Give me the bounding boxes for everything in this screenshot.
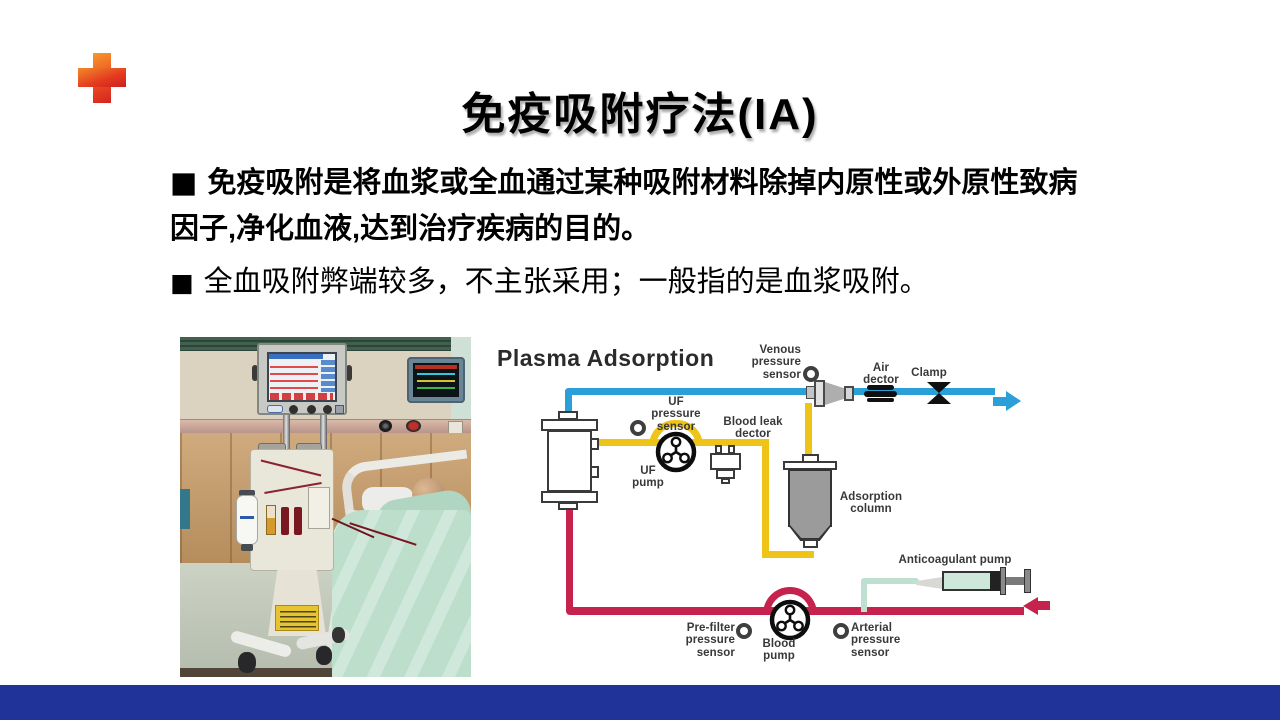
filter-cap xyxy=(241,544,253,551)
wall-patient-monitor xyxy=(407,357,465,403)
syringe-icon xyxy=(990,571,1000,591)
syringe-icon xyxy=(1006,577,1024,585)
side-module xyxy=(308,487,330,529)
blood-chamber xyxy=(281,507,289,535)
clamp-icon xyxy=(927,382,951,393)
bullet-1: ■免疫吸附是将血浆或全血通过某种吸附材料除掉内原性或外原性致病因子,净化血液,达… xyxy=(170,160,1090,253)
bullet-2-text: 全血吸附弊端较多，不主张采用；一般指的是血浆吸附。 xyxy=(203,266,929,298)
separator-port xyxy=(590,438,599,450)
cross-horizontal-bar xyxy=(78,68,126,87)
caster-wheel xyxy=(332,627,345,643)
syringe-icon xyxy=(1024,569,1031,593)
venous-line xyxy=(565,388,995,395)
slide-title: 免疫吸附疗法(IA) xyxy=(461,90,819,139)
blood-line-arc xyxy=(763,587,817,615)
flow-arrow-to-patient xyxy=(1006,391,1021,411)
air-detector-icon xyxy=(864,391,897,397)
air-detector-icon xyxy=(867,398,894,402)
uf-pump-label: UF pump xyxy=(632,465,664,490)
plasma-line xyxy=(762,551,814,558)
plasma-filter xyxy=(236,495,258,545)
green-blanket xyxy=(332,510,471,677)
clamp-icon xyxy=(927,393,951,404)
air-detector-icon xyxy=(867,385,894,390)
plasma-line-arc xyxy=(649,420,703,446)
separator-port xyxy=(590,466,599,478)
plasma-line xyxy=(805,403,812,457)
gas-outlet-icon xyxy=(379,420,392,432)
pre-filter-pressure-sensor-icon xyxy=(736,623,752,639)
amber-chamber xyxy=(266,505,276,535)
syringe-icon xyxy=(916,577,942,589)
monitor-side-knob xyxy=(346,365,352,381)
plasma-separator-icon xyxy=(558,502,578,510)
venous-chamber-icon xyxy=(814,380,825,407)
adsorption-column-icon xyxy=(788,469,832,527)
monitor-side-knob xyxy=(252,365,258,381)
adsorption-column-label: Adsorption column xyxy=(839,491,903,516)
adsorption-column-icon xyxy=(790,525,830,538)
blood-leak-detector-icon xyxy=(710,453,741,470)
red-outlet-icon xyxy=(406,420,421,432)
bullet-2-marker: ■ xyxy=(170,268,194,297)
bullet-1-text: 免疫吸附是将血浆或全血通过某种吸附材料除掉内原性或外原性致病因子,净化血液,达到… xyxy=(170,167,1078,245)
venous-chamber-icon xyxy=(844,386,854,401)
arterial-pressure-sensor-icon xyxy=(833,623,849,639)
hospital-photo xyxy=(180,337,471,677)
anticoagulant-pump-label: Anticoagulant pump xyxy=(898,554,1012,566)
blood-leak-detector-icon xyxy=(721,478,730,484)
blood-line xyxy=(566,505,573,612)
blood-chamber xyxy=(294,507,302,535)
caster-wheel xyxy=(238,652,256,673)
filter-cap xyxy=(239,490,255,496)
diagram-title: Plasma Adsorption xyxy=(497,345,715,371)
uf-pressure-sensor-icon xyxy=(630,420,646,436)
machine-monitor xyxy=(257,343,347,415)
plasma-adsorption-diagram: Plasma Adsorption xyxy=(487,335,1087,680)
pre-filter-pressure-sensor-label: Pre-filter pressure sensor xyxy=(685,622,735,659)
bullet-2: ■ 全血吸附弊端较多，不主张采用；一般指的是血浆吸附。 xyxy=(170,258,1170,300)
plasma-separator-icon xyxy=(547,430,592,492)
clamp-label: Clamp xyxy=(911,367,947,379)
uf-pressure-sensor-label: UF pressure sensor xyxy=(651,396,701,433)
flow-arrow-from-patient xyxy=(1038,601,1050,610)
plasma-line xyxy=(762,439,769,558)
teal-chair xyxy=(180,489,190,529)
blood-pump-icon xyxy=(769,599,811,641)
venous-pressure-sensor-icon xyxy=(803,366,819,382)
uf-pump-icon xyxy=(655,431,697,473)
blood-leak-detector-label: Blood leak dector xyxy=(723,416,783,441)
venous-pressure-sensor-label: Venous pressure sensor xyxy=(751,344,801,381)
venous-chamber-icon xyxy=(825,382,845,405)
red-cross-icon xyxy=(78,53,126,103)
arterial-pressure-sensor-label: Arterial pressure sensor xyxy=(851,622,901,659)
footer-bar xyxy=(0,685,1280,720)
syringe-icon xyxy=(1000,567,1006,595)
adsorption-column-icon xyxy=(803,539,818,548)
air-detector-label: Air dector xyxy=(863,362,899,387)
anticoagulant-line xyxy=(861,581,867,612)
flow-arrow-to-patient xyxy=(993,397,1006,406)
flow-arrow-from-patient xyxy=(1023,597,1038,615)
machine-pole xyxy=(320,415,327,451)
warning-label xyxy=(275,605,319,631)
bullet-1-marker: ■ xyxy=(170,165,198,199)
floor-shadow xyxy=(180,668,350,677)
anticoagulant-line xyxy=(861,578,919,584)
caster-wheel xyxy=(316,646,332,665)
machine-pole xyxy=(283,415,290,451)
venous-line xyxy=(565,390,572,416)
blood-pump-label: Blood pump xyxy=(762,638,796,663)
